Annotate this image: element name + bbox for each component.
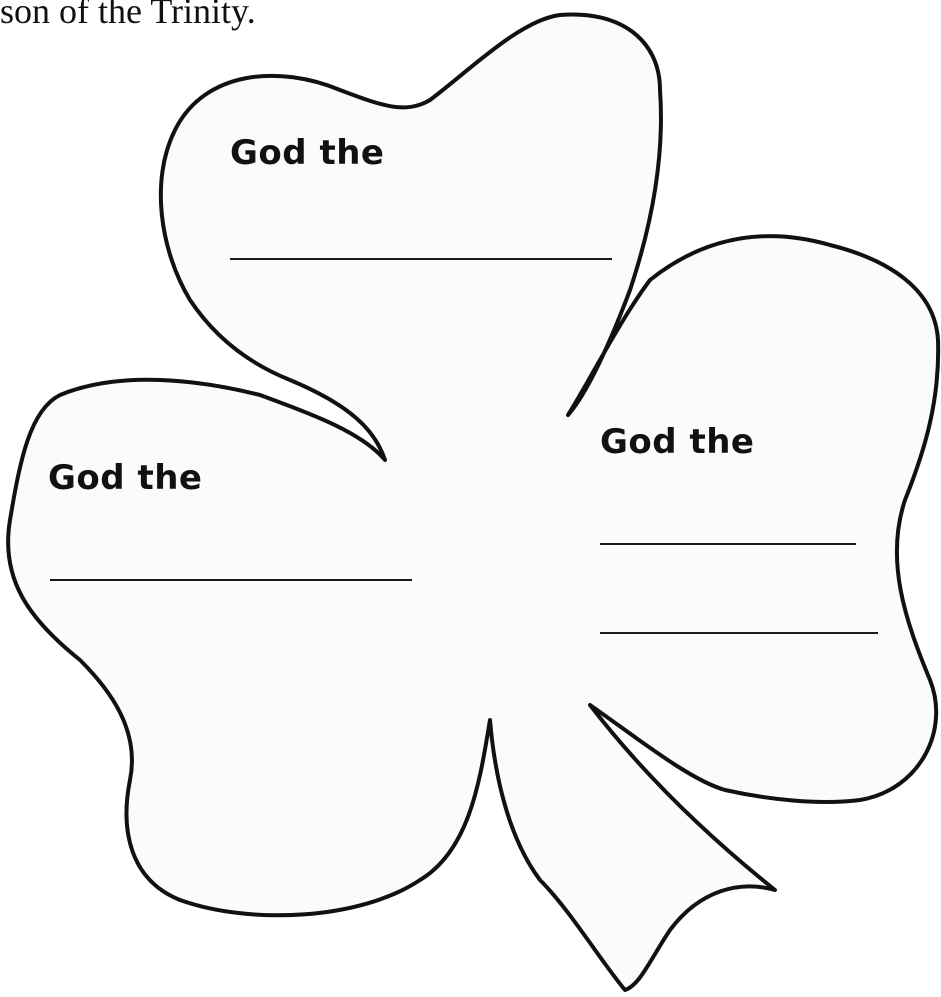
left-leaf-blank-line[interactable] <box>50 579 412 581</box>
shamrock-shape <box>8 14 938 990</box>
left-leaf-label: God the <box>48 458 202 498</box>
top-leaf-blank-line[interactable] <box>230 258 612 260</box>
right-leaf-blank-line-1[interactable] <box>600 543 856 545</box>
right-leaf-blank-line-2[interactable] <box>600 632 878 634</box>
top-leaf-label: God the <box>230 133 384 173</box>
right-leaf-label: God the <box>600 422 754 462</box>
